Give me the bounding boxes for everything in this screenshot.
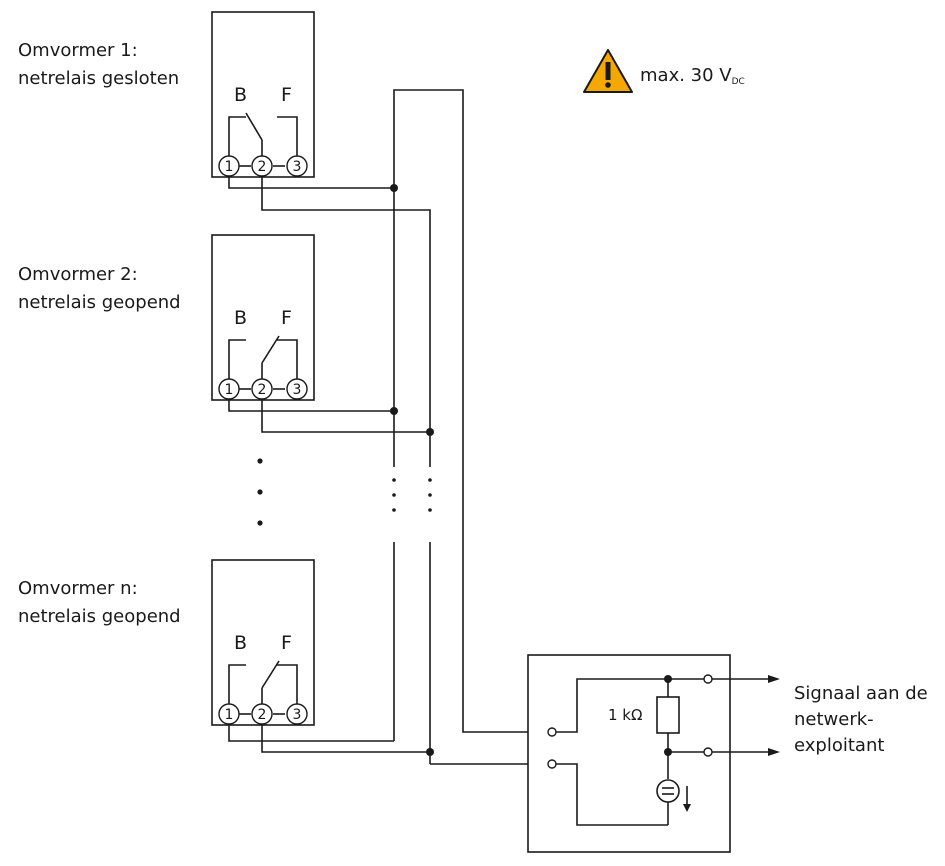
inverter-1-box: [211, 11, 315, 178]
inverter-1-contact-b: B: [234, 84, 247, 106]
output-label-line2: netwerk-: [794, 709, 874, 730]
inverter-2-terminal-2-label: 2: [258, 382, 267, 398]
inverter-2-terminal-1-label: 1: [225, 382, 234, 398]
inverter-2-box: [211, 234, 315, 401]
inverter-n-terminal-2-label: 2: [258, 707, 267, 723]
output-arrow-2-icon: [768, 748, 780, 756]
inverter-n-terminal-3-label: 3: [293, 707, 302, 723]
module-input-terminal-2: [547, 759, 557, 769]
inverter-1-terminal-3-label: 3: [293, 159, 302, 175]
current-source-symbol: [656, 779, 680, 803]
warning-text: max. 30 VDC: [640, 63, 745, 95]
inverter-n-state: netrelais geopend: [18, 606, 181, 627]
inverter-n-box: [211, 559, 315, 726]
warning-subscript: DC: [731, 77, 745, 87]
signal-module: 1 kΩ: [527, 654, 780, 853]
resistor-label: 1 kΩ: [608, 706, 642, 724]
output-arrow-1-icon: [768, 675, 780, 683]
resistor-symbol: [656, 696, 680, 734]
current-direction-arrow-icon: [683, 786, 691, 812]
inverter-n-contact-b: B: [234, 632, 247, 654]
inverter-2-contact-b: B: [234, 307, 247, 329]
inverter-2: B F 1 2 3: [211, 234, 315, 401]
inverter-2-terminal-3: [286, 378, 308, 400]
inverter-2-switch-open: [261, 335, 280, 364]
inverter-1: B F 1 2 3: [211, 11, 315, 178]
module-output-terminal-1: [703, 674, 713, 684]
inverter-1-title: Omvormer 1:: [18, 40, 138, 61]
module-output-terminal-2: [703, 747, 713, 757]
inverter-n-title: Omvormer n:: [18, 578, 138, 599]
inverter-1-state: netrelais gesloten: [18, 68, 180, 89]
inverter-ellipsis: [257, 458, 263, 526]
inverter-1-contact-f: F: [281, 84, 292, 106]
inverter-n-terminal-1-label: 1: [225, 707, 234, 723]
inverter-n-contact-f: F: [281, 632, 292, 654]
inverter-n: B F 1 2 3: [211, 559, 315, 726]
inverter-2-contact-f: F: [281, 307, 292, 329]
inverter-n-switch-open: [261, 660, 280, 689]
inverter-2-terminal-3-label: 3: [293, 382, 302, 398]
inverter-1-terminal-2-label: 2: [258, 159, 267, 175]
inverter-1-terminal-3: [286, 155, 308, 177]
inverter-1-terminal-1-label: 1: [225, 159, 234, 175]
module-input-terminal-1: [547, 727, 557, 737]
inverter-2-state: netrelais geopend: [18, 292, 181, 313]
output-label-line1: Signaal aan de: [794, 683, 928, 704]
inverter-1-switch-closed: [245, 112, 263, 141]
output-label-line3: exploitant: [794, 735, 885, 756]
warning-voltage: max. 30 V: [640, 65, 732, 86]
signal-module-box: [527, 654, 731, 853]
bus-wiring: [228, 89, 548, 765]
warning-triangle-icon: [583, 49, 633, 93]
inverter-n-terminal-3: [286, 703, 308, 725]
inverter-2-title: Omvormer 2:: [18, 264, 138, 285]
